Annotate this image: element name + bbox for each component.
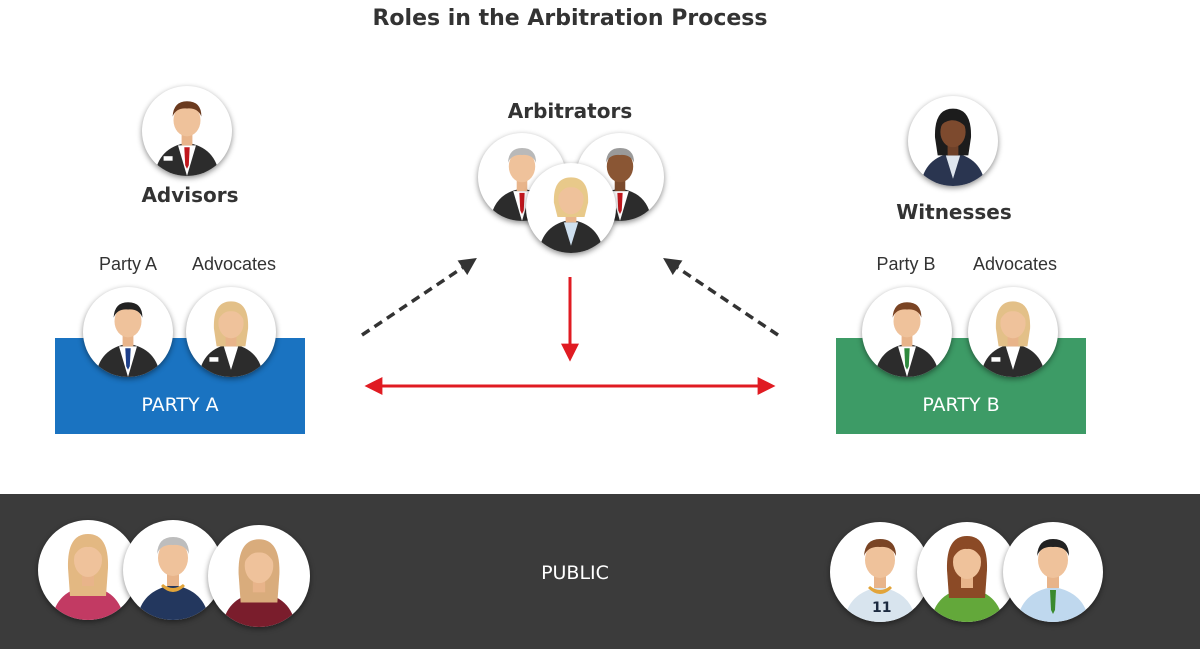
public-member-avatar-6 <box>1003 522 1103 622</box>
party-b-to-arbitrators-dashed-arrow <box>663 258 779 337</box>
arbitrators-label: Arbitrators <box>507 99 633 123</box>
public-member-avatar-1 <box>38 520 138 620</box>
svg-text:11: 11 <box>872 600 891 616</box>
public-member-avatar-4: 11 <box>830 522 930 622</box>
party-a-advocate-avatar <box>186 287 276 377</box>
party-b-box-label: PARTY B <box>922 394 1000 416</box>
party-a-person-label: Party A <box>98 254 158 274</box>
party-a-to-arbitrators-dashed-arrow <box>361 258 477 337</box>
party-b-person-avatar <box>862 287 952 377</box>
party-b-advocate-avatar <box>968 287 1058 377</box>
diagram-title: Roles in the Arbitration Process <box>372 6 768 31</box>
advisors-label: Advisors <box>141 183 239 207</box>
arbitrator-avatar-3 <box>526 163 616 253</box>
party-a-box-label: PARTY A <box>141 394 219 416</box>
witnesses-label: Witnesses <box>896 200 1012 224</box>
public-label: PUBLIC <box>541 562 609 584</box>
party-b-advocates-label: Advocates <box>972 254 1058 274</box>
public-member-avatar-2 <box>123 520 223 620</box>
witness-avatar <box>908 96 998 186</box>
party-a-person-avatar <box>83 287 173 377</box>
party-a-advocates-label: Advocates <box>191 254 277 274</box>
public-member-avatar-3 <box>208 525 310 627</box>
party-b-person-label: Party B <box>876 254 936 274</box>
advisor-avatar <box>142 86 232 176</box>
public-member-avatar-5 <box>917 522 1017 622</box>
